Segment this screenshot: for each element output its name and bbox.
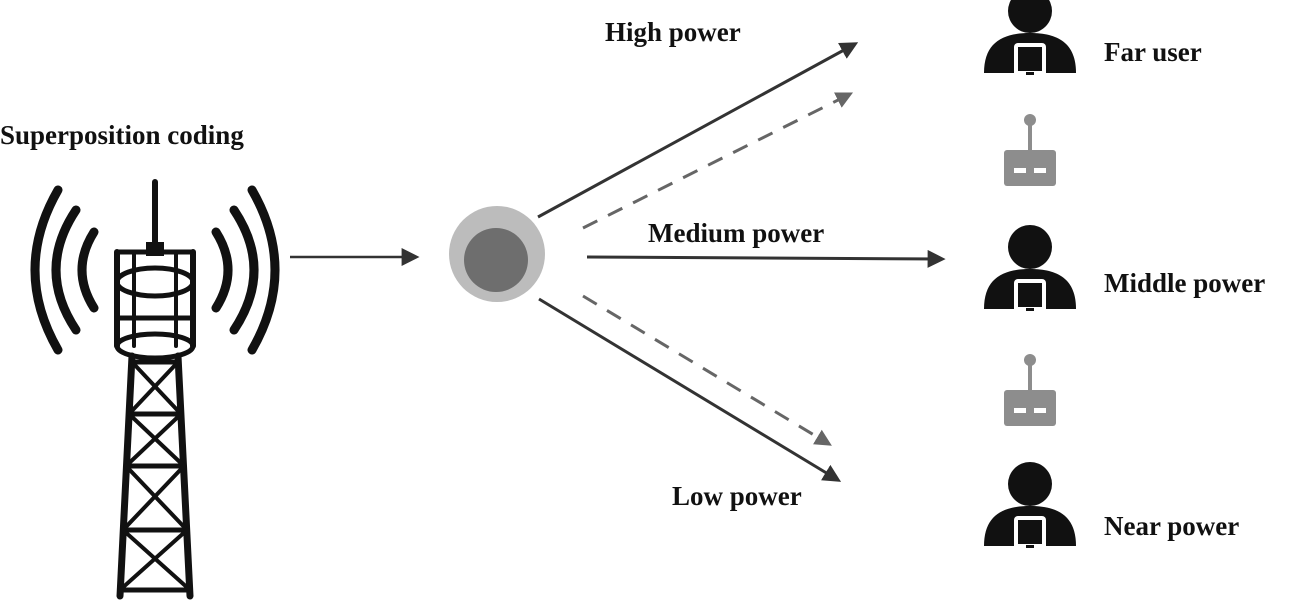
middle-user-label: Middle power bbox=[1104, 268, 1265, 298]
high-power-dashed-arrow bbox=[582, 92, 854, 230]
high-power-arrow bbox=[537, 42, 859, 219]
medium-power-arrow bbox=[586, 249, 946, 268]
far-user-label: Far user bbox=[1104, 37, 1202, 67]
far-user-icon bbox=[984, 0, 1076, 77]
near-user-icon bbox=[984, 462, 1076, 550]
medium-power-label: Medium power bbox=[648, 218, 824, 248]
middle-user-icon bbox=[984, 225, 1076, 313]
superposed-signal-icon bbox=[449, 206, 545, 302]
diagram-title: Superposition coding bbox=[0, 120, 244, 150]
relay-device-icon bbox=[1004, 354, 1056, 426]
low-power-dashed-arrow bbox=[582, 294, 832, 446]
low-power-arrow bbox=[538, 297, 842, 482]
high-power-label: High power bbox=[605, 17, 741, 47]
cell-tower-icon bbox=[30, 179, 280, 600]
low-power-label: Low power bbox=[672, 481, 802, 511]
near-user-label: Near power bbox=[1104, 511, 1239, 541]
relay-device-icon bbox=[1004, 114, 1056, 186]
